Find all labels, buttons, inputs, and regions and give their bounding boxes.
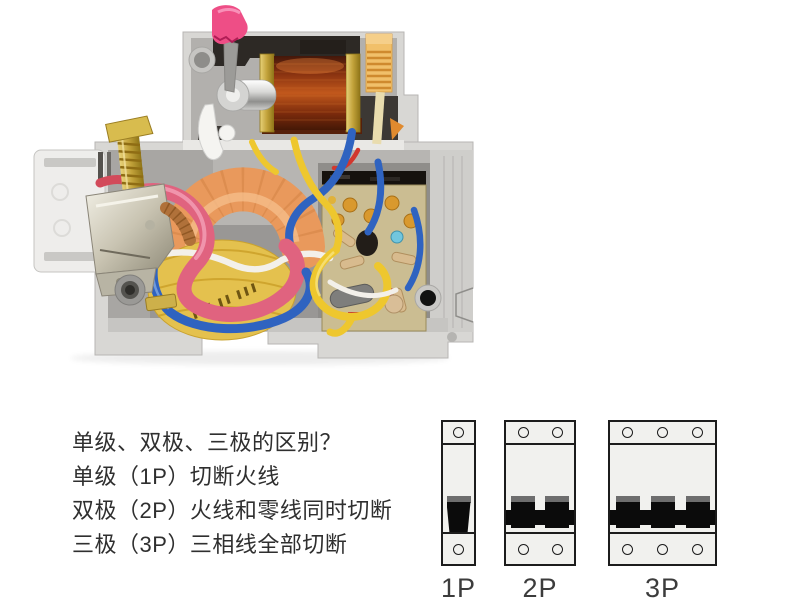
- wire-white: [144, 249, 334, 273]
- terminal-screw-bottom: [622, 544, 633, 555]
- terminal-screw-bottom: [692, 544, 703, 555]
- toggle-cap: [615, 496, 640, 503]
- breaker-diagram-3p: 3P: [608, 420, 717, 604]
- breaker-body: [441, 420, 476, 566]
- terminal-screw-bottom: [453, 544, 464, 555]
- terminal-screw-top: [657, 427, 668, 438]
- wire-red: [331, 147, 361, 171]
- wire-white-pcb: [327, 279, 399, 298]
- separator-line: [443, 532, 474, 534]
- copper-braid: [160, 202, 196, 246]
- toggle-tie-bar: [610, 510, 715, 525]
- copper-winding: [274, 56, 346, 130]
- breaker-cutaway-photo: [33, 5, 474, 365]
- breaker-body: [608, 420, 717, 566]
- caption-line-3p: 三极（3P）三相线全部切断: [72, 532, 348, 557]
- caption-block: 单级、双极、三极的区别？ 单级（1P）切断火线 双极（2P）火线和零线同时切断 …: [72, 426, 392, 562]
- separator-line: [610, 532, 715, 534]
- separator-line: [506, 532, 574, 534]
- toggle-cap: [446, 496, 471, 503]
- breaker-label: 2P: [522, 573, 558, 603]
- caption-title: 单级、双极、三极的区别？: [72, 430, 343, 455]
- breaker-label: 1P: [441, 573, 477, 603]
- breaker-body: [504, 420, 576, 566]
- brass-contact: [145, 293, 178, 312]
- toggle-cap: [511, 496, 535, 503]
- toggle-cap: [685, 496, 710, 503]
- wire-yellow-upper: [290, 136, 343, 254]
- terminal-screw-top: [517, 427, 529, 438]
- separator-line: [610, 443, 715, 445]
- housing-hole-top: [188, 46, 216, 74]
- wire-blue-upper: [285, 128, 356, 248]
- terminal-screw-bottom: [517, 544, 529, 555]
- caption-line-2p: 双极（2P）火线和零线同时切断: [72, 498, 393, 523]
- terminal-screw-top: [622, 427, 633, 438]
- din-clip-details: [44, 158, 96, 261]
- breaker-diagram-2p: 2P: [504, 420, 576, 604]
- separator-line: [443, 443, 474, 445]
- terminal-screw-bottom: [657, 544, 668, 555]
- toggle-tie-bar: [506, 510, 574, 525]
- lever-pin: [218, 124, 236, 142]
- terminal-screw-top: [551, 427, 563, 438]
- terminal-screw-top: [453, 427, 464, 438]
- terminal-screw-top: [692, 427, 703, 438]
- arc-chamber-spring: [365, 33, 404, 145]
- breaker-label: 3P: [644, 573, 681, 603]
- breaker-diagram-1p: 1P: [441, 420, 476, 604]
- separator-line: [506, 443, 574, 445]
- caption-line-1p: 单级（1P）切断火线: [72, 464, 280, 489]
- toggle-switch: [446, 502, 471, 532]
- trip-solenoid: [216, 40, 362, 134]
- housing-hole-bottom-left: [114, 274, 146, 306]
- terminal-screw-bottom: [551, 544, 563, 555]
- toggle-handle: [212, 5, 248, 93]
- trip-lever: [197, 103, 224, 161]
- toggle-cap: [650, 496, 675, 503]
- toggle-cap: [545, 496, 569, 503]
- wire-yellow-short: [249, 139, 279, 175]
- housing-hole-bottom-right: [414, 284, 442, 312]
- terminal-screw: [105, 115, 154, 199]
- wire-yellow-loop: [309, 246, 392, 337]
